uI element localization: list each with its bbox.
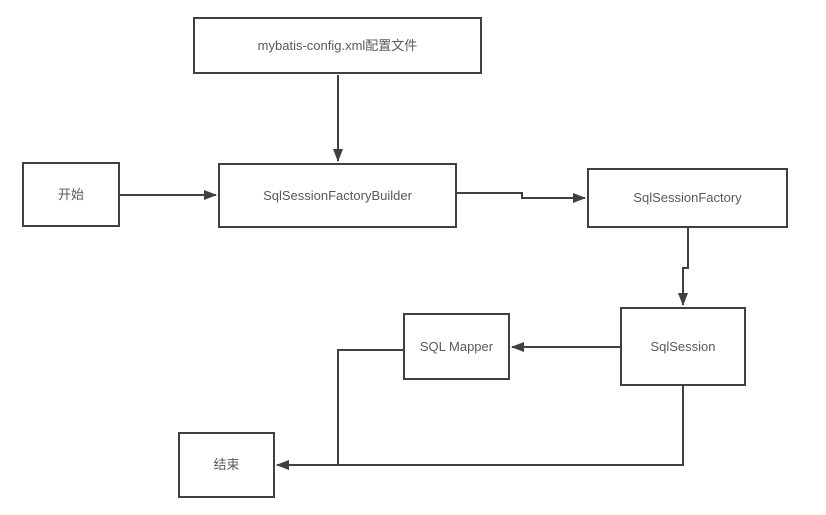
node-start: 开始 xyxy=(22,162,120,227)
node-sqlsession-label: SqlSession xyxy=(650,338,716,354)
node-end: 结束 xyxy=(178,432,275,498)
node-sqlsessionfactorybuilder-label: SqlSessionFactoryBuilder xyxy=(263,187,412,203)
node-sql-mapper-label: SQL Mapper xyxy=(419,338,494,354)
node-sqlsession: SqlSession xyxy=(620,307,746,386)
node-sqlsessionfactory: SqlSessionFactory xyxy=(587,168,788,228)
edge-mapper-to-end-join xyxy=(337,349,403,466)
node-end-label: 结束 xyxy=(213,457,240,473)
edge-builder-to-factory xyxy=(457,192,586,203)
edge-factory-to-session xyxy=(678,228,689,306)
node-sql-mapper: SQL Mapper xyxy=(403,313,510,380)
node-sqlsessionfactory-label: SqlSessionFactory xyxy=(633,190,742,206)
node-mybatis-config-file-label: mybatis-config.xml配置文件 xyxy=(257,37,418,53)
node-sqlsessionfactorybuilder: SqlSessionFactoryBuilder xyxy=(218,163,457,228)
edge-session-to-end xyxy=(276,386,684,470)
node-mybatis-config-file: mybatis-config.xml配置文件 xyxy=(193,17,482,74)
node-start-label: 开始 xyxy=(57,186,84,202)
